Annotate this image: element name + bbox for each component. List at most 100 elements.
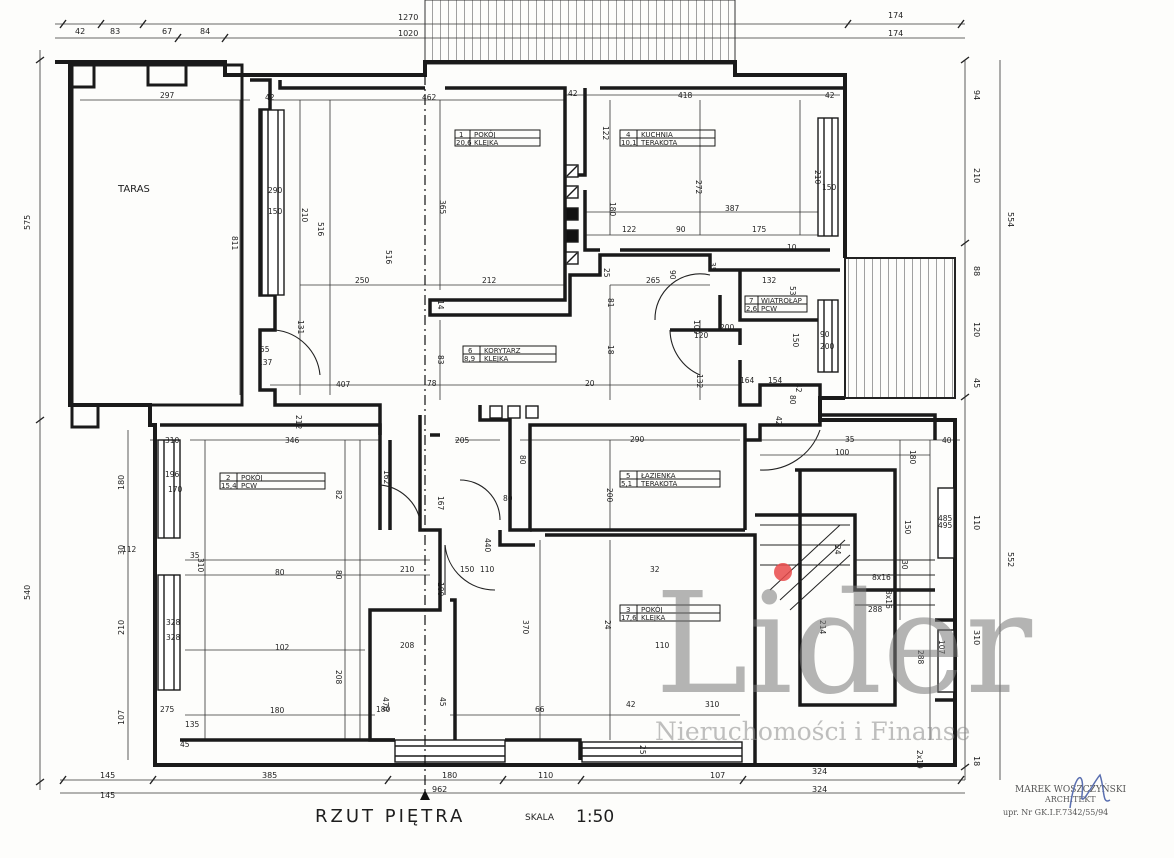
room-7-no: 7 <box>749 297 753 305</box>
stairwell <box>760 524 935 611</box>
interior-dimension-label: 272 <box>694 180 703 195</box>
room-7-area: 2,6 <box>746 305 758 313</box>
interior-dimension-label: 250 <box>355 276 370 285</box>
dim-left: 575 <box>23 215 32 230</box>
interior-dimension-label: 42 <box>626 700 636 709</box>
interior-dimension-label: 370 <box>521 620 530 635</box>
interior-dimension-label: 365 <box>438 200 447 215</box>
interior-dimension-label: 2x19 <box>915 750 924 769</box>
interior-dimension-label: 196 <box>165 470 180 479</box>
interior-dimension-label: 90 <box>676 225 686 234</box>
interior-dimension-label: 154 <box>768 376 783 385</box>
interior-dimension-label: 102 <box>275 643 290 652</box>
room-1-floor: KLEJKA <box>474 139 498 147</box>
dim-top: 83 <box>110 27 120 36</box>
room-label-frames <box>219 129 808 622</box>
interior-dimension-label: 137 <box>258 358 273 367</box>
room-4-floor: TERAKOTA <box>640 139 678 147</box>
watermark: Lider Nieruchomości i Finanse <box>655 563 1032 746</box>
interior-dimension-label: 32 <box>650 565 660 574</box>
interior-dimension-label: 14 <box>436 300 445 310</box>
dim-bottom: 180 <box>442 771 457 780</box>
room-5-no: 5 <box>626 472 630 480</box>
room-5-name: ŁAZIENKA <box>640 472 676 480</box>
interior-dimension-label: 265 <box>646 276 661 285</box>
stair-marker <box>774 563 792 581</box>
dim-right: 88 <box>972 266 981 276</box>
interior-dimension-label: 200 <box>820 342 835 351</box>
interior-dimension-label: 45 <box>438 697 447 707</box>
interior-dimension-label: 175 <box>752 225 767 234</box>
dimension-ticks <box>35 19 970 786</box>
interior-dimension-label: 80 <box>275 568 285 577</box>
interior-dimension-label: 131 <box>296 320 305 335</box>
dim-bottom: 145 <box>100 791 115 800</box>
terrace-pillar <box>146 63 188 87</box>
interior-dimension-label: 40 <box>942 436 952 445</box>
interior-dimension-label: 42 <box>265 93 275 102</box>
interior-dimension-label: 310 <box>705 700 720 709</box>
room-6-no: 6 <box>468 347 473 355</box>
interior-dimension-label: 516 <box>316 222 325 237</box>
interior-dimension-label: 208 <box>400 641 415 650</box>
interior-dimension-label: 407 <box>336 380 351 389</box>
dim-right: 310 <box>972 630 981 645</box>
room-5-area: 5,1 <box>621 480 632 488</box>
interior-dimension-label: 328 <box>166 618 181 627</box>
interior-dimension-label: 122 <box>622 225 637 234</box>
interior-dimension-label: 208 <box>334 670 343 685</box>
interior-dimension-label: 135 <box>185 720 200 729</box>
dim-bottom: 385 <box>262 771 277 780</box>
dim-right: 120 <box>972 322 981 337</box>
interior-dimension-label: 100 <box>835 448 850 457</box>
dim-bottom: 962 <box>432 785 447 794</box>
room-5-floor: TERAKOTA <box>640 480 678 488</box>
interior-dimension-label: 100 <box>436 582 445 597</box>
room-2-area: 15,4 <box>221 482 237 490</box>
dim-left: 540 <box>23 585 32 600</box>
interior-dimension-label: 200 <box>720 323 735 332</box>
interior-dimension-label: 162 <box>382 470 391 485</box>
interior-dimension-label: 150 <box>903 520 912 535</box>
interior-dimension-label: 346 <box>285 436 300 445</box>
interior-dimension-label: 418 <box>678 91 693 100</box>
interior-dimension-label: 212 <box>294 415 303 430</box>
dim-top: 67 <box>162 27 172 36</box>
interior-dimension-label: 167 <box>436 496 445 511</box>
interior-dimension-label: 66 <box>535 705 545 714</box>
interior-dimension-label: 42 <box>825 91 835 100</box>
interior-dimension-label: 210 <box>400 565 415 574</box>
interior-dimension-label: 150 <box>460 565 475 574</box>
interior-dimension-label: 495 <box>938 521 953 530</box>
watermark-brand: Lider <box>655 563 1032 726</box>
room-labels: 1 POKÓJ 20,6 KLEJKA 2 POKÓJ 15,4 PCW 3 P… <box>221 130 802 622</box>
interior-dimension-label: 83 <box>436 355 445 365</box>
interior-dimension-label: 55 <box>260 345 270 354</box>
interior-dimension-label: 120 <box>694 331 709 340</box>
room-7-name: WIATROŁAP <box>761 297 802 305</box>
terrace-outline <box>70 63 244 407</box>
interior-dimension-label: 478 <box>381 697 390 712</box>
interior-dimension-label: 214 <box>818 620 827 635</box>
outer-dimension-labels: 1270 174 42 83 67 84 1020 174 575 540 18… <box>23 11 1015 800</box>
top-stair-hatch <box>424 0 736 65</box>
interior-dimension-label: 132 <box>695 374 704 389</box>
interior-dimension-label: 164 <box>740 376 755 385</box>
dim-top: 84 <box>200 27 210 36</box>
interior-dimension-label: 290 <box>630 435 645 444</box>
dim-left: 210 <box>117 620 126 635</box>
windows <box>157 109 955 763</box>
interior-dimension-label: 112 <box>122 545 137 554</box>
interior-dimension-label: 25 <box>602 268 611 278</box>
interior-dimension-label: 297 <box>160 91 175 100</box>
ventilation-flues <box>489 164 579 419</box>
interior-dimension-label: 132 <box>762 276 777 285</box>
interior-dimension-label: 485 <box>938 514 953 523</box>
interior-dimension-label: 205 <box>455 436 470 445</box>
interior-dimension-label: 35 <box>190 551 200 560</box>
interior-dimension-label: 811 <box>230 236 239 251</box>
interior-dimension-label: 20 <box>585 379 595 388</box>
terrace-pillar <box>70 403 100 429</box>
room-3-floor: KLEJKA <box>641 614 665 622</box>
